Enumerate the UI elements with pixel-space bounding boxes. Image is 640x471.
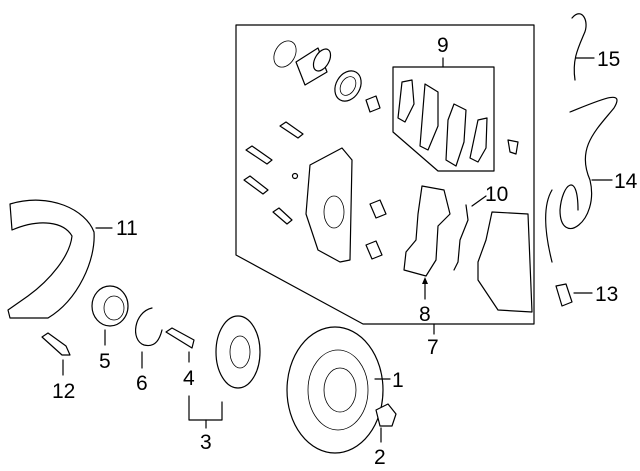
callout-4[interactable]: 4 <box>183 367 195 390</box>
caliper-assembly-frame <box>235 24 535 325</box>
callout-11[interactable]: 11 <box>116 217 138 240</box>
brake-pad-shapes <box>397 79 488 167</box>
wheel-stud <box>165 327 195 349</box>
caliper-piston <box>295 47 332 86</box>
callout-13[interactable]: 13 <box>595 283 618 306</box>
snap-ring <box>135 307 163 347</box>
callout-9[interactable]: 9 <box>437 34 449 57</box>
splash-shield <box>7 199 95 319</box>
callout-7[interactable]: 7 <box>427 336 439 359</box>
arrow-8 <box>422 277 428 284</box>
piston-seal <box>273 40 297 68</box>
callout-6[interactable]: 6 <box>136 372 148 395</box>
abs-sensor <box>555 283 573 307</box>
callout-2[interactable]: 2 <box>374 446 386 469</box>
callout-14[interactable]: 14 <box>614 170 638 193</box>
pad-clip <box>507 139 519 155</box>
abs-harness <box>559 96 618 230</box>
caliper-support <box>403 185 451 277</box>
callout-10[interactable]: 10 <box>485 183 508 206</box>
bleeder-clip <box>365 95 381 113</box>
leader-3 <box>188 395 223 421</box>
piston-boot <box>334 70 362 102</box>
guide-bushings <box>365 199 387 260</box>
wheel-bearing <box>91 285 129 327</box>
abs-harness-lead <box>545 189 553 263</box>
callout-5[interactable]: 5 <box>99 350 111 373</box>
hub-nut <box>375 403 397 427</box>
leader-10 <box>471 195 487 207</box>
brake-pads-frame <box>392 66 495 172</box>
callout-8[interactable]: 8 <box>419 303 431 326</box>
shield-bolt <box>41 332 71 356</box>
callout-1[interactable]: 1 <box>392 369 404 392</box>
caliper-body <box>477 211 533 313</box>
pad-wear-sensor <box>453 204 469 271</box>
callout-3[interactable]: 3 <box>200 431 212 454</box>
callout-15[interactable]: 15 <box>597 48 620 71</box>
brake-hose <box>571 13 587 81</box>
caliper-housing <box>305 147 353 263</box>
brake-rotor <box>286 326 384 454</box>
callout-12[interactable]: 12 <box>52 380 75 403</box>
caliper-bolts <box>243 121 304 225</box>
hub-assembly <box>215 315 261 389</box>
